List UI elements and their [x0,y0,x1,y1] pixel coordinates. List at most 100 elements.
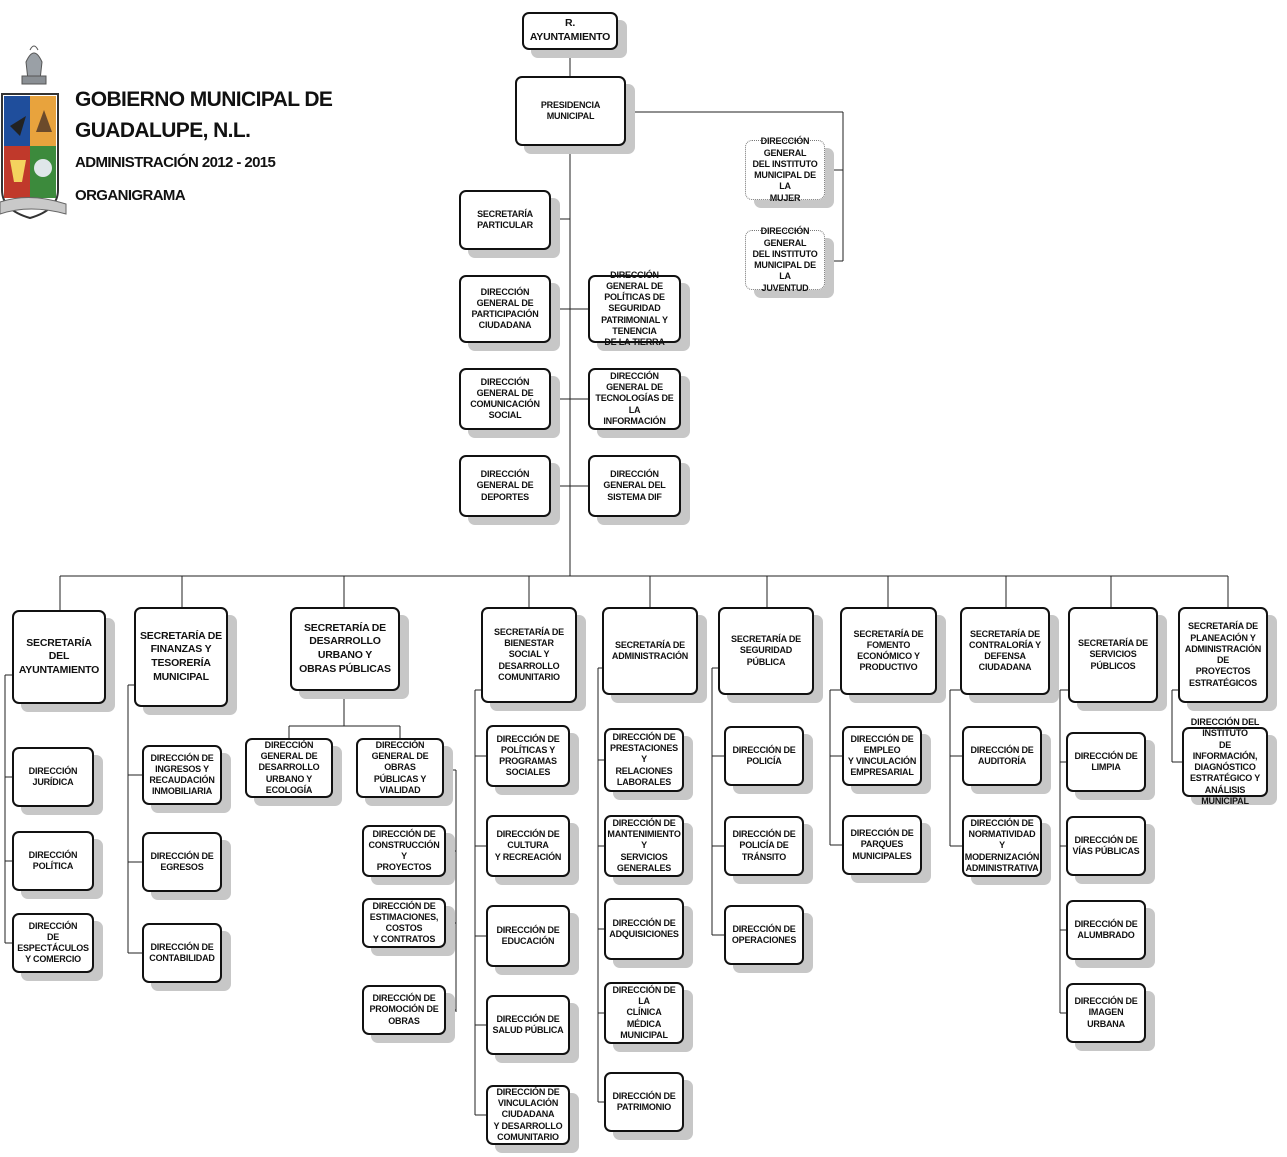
org-node-direccion-policia: DIRECCIÓN DE POLICÍA [724,726,804,786]
node-label: R. AYUNTAMIENTO [529,17,611,43]
node-label: DIRECCIÓN GENERAL DEL INSTITUTO MUNICIPA… [752,136,818,203]
node-label: DIRECCIÓN GENERAL DE PARTICIPACIÓN CIUDA… [471,286,539,331]
org-node-secretaria-servicios-publicos: SECRETARÍA DE SERVICIOS PÚBLICOS [1068,607,1158,703]
org-node-direccion-parques: DIRECCIÓN DE PARQUES MUNICIPALES [842,815,922,875]
node-label: SECRETARÍA DE SERVICIOS PÚBLICOS [1078,638,1148,671]
org-node-direccion-politica: DIRECCIÓN POLÍTICA [12,831,94,891]
org-node-instituto-juventud: DIRECCIÓN GENERAL DEL INSTITUTO MUNICIPA… [745,226,825,293]
node-label: DIRECCIÓN DE LA CLÍNICA MÉDICA MUNICIPAL [612,984,676,1040]
node-label: DIRECCIÓN DE ESTIMACIONES, COSTOS Y CONT… [369,900,439,945]
org-node-direccion-limpia: DIRECCIÓN DE LIMPIA [1066,732,1146,792]
node-label: SECRETARÍA PARTICULAR [477,208,533,230]
org-node-secretaria-desarrollo-urbano: SECRETARÍA DE DESARROLLO URBANO Y OBRAS … [290,607,400,691]
node-label: DIRECCIÓN DE VINCULACIÓN CIUDADANA Y DES… [493,1086,563,1142]
org-node-direccion-vias-publicas: DIRECCIÓN DE VÍAS PÚBLICAS [1066,816,1146,876]
node-label: DIRECCIÓN DE EGRESOS [150,850,214,872]
org-node-secretaria-contraloria: SECRETARÍA DE CONTRALORÍA Y DEFENSA CIUD… [960,607,1050,695]
node-label: DIRECCIÓN DE EDUCACIÓN [496,924,560,946]
node-label: DIRECCIÓN GENERAL DE OBRAS PÚBLICAS Y VI… [371,739,429,795]
org-node-ayuntamiento: R. AYUNTAMIENTO [522,12,618,50]
org-node-dg-desarrollo-urbano: DIRECCIÓN GENERAL DE DESARROLLO URBANO Y… [245,738,333,798]
node-label: DIRECCIÓN DE PRESTACIONES Y RELACIONES L… [610,731,678,787]
node-label: DIRECCIÓN GENERAL DE DEPORTES [476,469,534,502]
node-label: SECRETARÍA DE PLANEACIÓN Y ADMINISTRACIÓ… [1184,621,1262,688]
node-label: DIRECCIÓN DE PROMOCIÓN DE OBRAS [369,993,439,1026]
node-label: DIRECCIÓN DE CONTABILIDAD [149,941,215,963]
org-node-direccion-normatividad: DIRECCIÓN DE NORMATIVIDAD Y MODERNIZACIÓ… [962,815,1042,877]
org-node-direccion-clinica-medica: DIRECCIÓN DE LA CLÍNICA MÉDICA MUNICIPAL [604,982,684,1044]
node-label: DIRECCIÓN DE OPERACIONES [731,923,797,945]
org-node-direccion-adquisiciones: DIRECCIÓN DE ADQUISICIONES [604,898,684,960]
node-label: PRESIDENCIA MUNICIPAL [540,99,601,121]
node-label: DIRECCIÓN DE POLÍTICAS Y PROGRAMAS SOCIA… [496,733,560,778]
org-node-sistema-dif: DIRECCIÓN GENERAL DEL SISTEMA DIF [588,455,681,517]
org-node-direccion-prestaciones: DIRECCIÓN DE PRESTACIONES Y RELACIONES L… [604,728,684,792]
node-label: DIRECCIÓN DE PARQUES MUNICIPALES [850,828,914,861]
org-node-seguridad-patrimonial: DIRECCIÓN GENERAL DE POLÍTICAS DE SEGURI… [588,270,681,347]
node-label: DIRECCIÓN JURÍDICA [28,765,78,787]
node-label: DIRECCIÓN DE ADQUISICIONES [609,917,679,939]
org-node-direccion-patrimonio: DIRECCIÓN DE PATRIMONIO [604,1072,684,1132]
node-label: DIRECCIÓN GENERAL DE POLÍTICAS DE SEGURI… [601,269,668,348]
org-node-direccion-vinculacion-ciudadana: DIRECCIÓN DE VINCULACIÓN CIUDADANA Y DES… [486,1085,570,1145]
org-node-direccion-imagen-urbana: DIRECCIÓN DE IMAGEN URBANA [1066,983,1146,1043]
org-node-direccion-policia-transito: DIRECCIÓN DE POLICÍA DE TRÁNSITO [724,816,804,876]
org-node-direccion-espectaculos: DIRECCIÓN DE ESPECTÁCULOS Y COMERCIO [12,913,94,973]
org-node-presidencia: PRESIDENCIA MUNICIPAL [515,76,626,146]
org-node-direccion-educacion: DIRECCIÓN DE EDUCACIÓN [486,905,570,967]
org-node-direccion-programas-sociales: DIRECCIÓN DE POLÍTICAS Y PROGRAMAS SOCIA… [486,725,570,787]
node-label: DIRECCIÓN DE CONSTRUCCIÓN Y PROYECTOS [368,828,440,873]
org-node-participacion-ciudadana: DIRECCIÓN GENERAL DE PARTICIPACIÓN CIUDA… [459,275,551,343]
node-label: DIRECCIÓN DE LIMPIA [1074,750,1138,772]
administration-period: ADMINISTRACIÓN 2012 - 2015 [75,154,276,171]
node-label: DIRECCIÓN DE IMAGEN URBANA [1074,996,1138,1029]
org-node-secretaria-administracion: SECRETARÍA DE ADMINISTRACIÓN [602,607,698,695]
org-node-secretaria-fomento-economico: SECRETARÍA DE FOMENTO ECONÓMICO Y PRODUC… [840,607,937,695]
node-label: SECRETARÍA DE FINANZAS Y TESORERÍA MUNIC… [140,629,222,683]
node-label: DIRECCIÓN POLÍTICA [28,849,78,871]
org-node-deportes: DIRECCIÓN GENERAL DE DEPORTES [459,455,551,517]
org-node-comunicacion-social: DIRECCIÓN GENERAL DE COMUNICACIÓN SOCIAL [459,368,551,430]
org-node-secretaria-seguridad-publica: SECRETARÍA DE SEGURIDAD PÚBLICA [718,607,814,695]
node-label: DIRECCIÓN DEL INSTITUTO DE INFORMACIÓN, … [1189,717,1261,806]
node-label: SECRETARÍA DEL AYUNTAMIENTO [18,636,100,676]
node-label: SECRETARÍA DE CONTRALORÍA Y DEFENSA CIUD… [969,628,1041,673]
node-label: DIRECCIÓN DE ALUMBRADO [1074,918,1138,940]
node-label: DIRECCIÓN DE INGRESOS Y RECAUDACIÓN INMO… [149,752,215,797]
org-node-direccion-contabilidad: DIRECCIÓN DE CONTABILIDAD [142,923,222,983]
coat-of-arms-icon [0,42,68,224]
node-label: SECRETARÍA DE ADMINISTRACIÓN [611,639,689,661]
org-node-secretaria-finanzas: SECRETARÍA DE FINANZAS Y TESORERÍA MUNIC… [134,607,228,707]
org-node-direccion-mantenimiento: DIRECCIÓN DE MANTENIMIENTO Y SERVICIOS G… [604,815,684,877]
node-label: SECRETARÍA DE SEGURIDAD PÚBLICA [731,634,801,667]
node-label: DIRECCIÓN DE PATRIMONIO [612,1090,676,1112]
node-label: SECRETARÍA DE BIENESTAR SOCIAL Y DESARRO… [494,626,564,682]
org-node-direccion-construccion: DIRECCIÓN DE CONSTRUCCIÓN Y PROYECTOS [362,825,446,877]
org-node-instituto-mujer: DIRECCIÓN GENERAL DEL INSTITUTO MUNICIPA… [745,136,825,203]
node-label: DIRECCIÓN GENERAL DE COMUNICACIÓN SOCIAL [470,376,540,421]
org-node-tecnologias-informacion: DIRECCIÓN GENERAL DE TECNOLOGÍAS DE LA I… [588,368,681,430]
org-node-direccion-operaciones: DIRECCIÓN DE OPERACIONES [724,905,804,965]
node-label: SECRETARÍA DE FOMENTO ECONÓMICO Y PRODUC… [853,628,924,673]
page-header: GOBIERNO MUNICIPAL DE GUADALUPE, N.L. AD… [75,84,333,212]
node-label: DIRECCIÓN DE AUDITORÍA [970,744,1034,766]
node-label: DIRECCIÓN DE EMPLEO Y VINCULACIÓN EMPRES… [847,733,917,778]
org-node-direccion-ingresos: DIRECCIÓN DE INGRESOS Y RECAUDACIÓN INMO… [142,745,222,805]
org-node-direccion-salud-publica: DIRECCIÓN DE SALUD PÚBLICA [486,995,570,1055]
org-node-direccion-promocion-obras: DIRECCIÓN DE PROMOCIÓN DE OBRAS [362,985,446,1035]
node-label: DIRECCIÓN GENERAL DE TECNOLOGÍAS DE LA I… [595,370,674,426]
org-node-direccion-juridica: DIRECCIÓN JURÍDICA [12,747,94,807]
document-type: ORGANIGRAMA [75,187,186,204]
org-node-direccion-empleo: DIRECCIÓN DE EMPLEO Y VINCULACIÓN EMPRES… [842,726,922,786]
municipality-name: GUADALUPE, N.L. [75,119,251,142]
org-node-secretaria-ayuntamiento: SECRETARÍA DEL AYUNTAMIENTO [12,610,106,704]
org-node-dg-obras-publicas: DIRECCIÓN GENERAL DE OBRAS PÚBLICAS Y VI… [356,738,444,798]
node-label: SECRETARÍA DE DESARROLLO URBANO Y OBRAS … [299,621,391,675]
node-label: DIRECCIÓN DE POLICÍA [732,744,796,766]
node-label: DIRECCIÓN DE POLICÍA DE TRÁNSITO [732,829,796,862]
node-label: DIRECCIÓN GENERAL DE DESARROLLO URBANO Y… [258,739,320,795]
org-node-secretaria-bienestar-social: SECRETARÍA DE BIENESTAR SOCIAL Y DESARRO… [481,607,577,703]
node-label: DIRECCIÓN DE VÍAS PÚBLICAS [1072,834,1140,856]
node-label: DIRECCIÓN DE SALUD PÚBLICA [492,1013,564,1035]
